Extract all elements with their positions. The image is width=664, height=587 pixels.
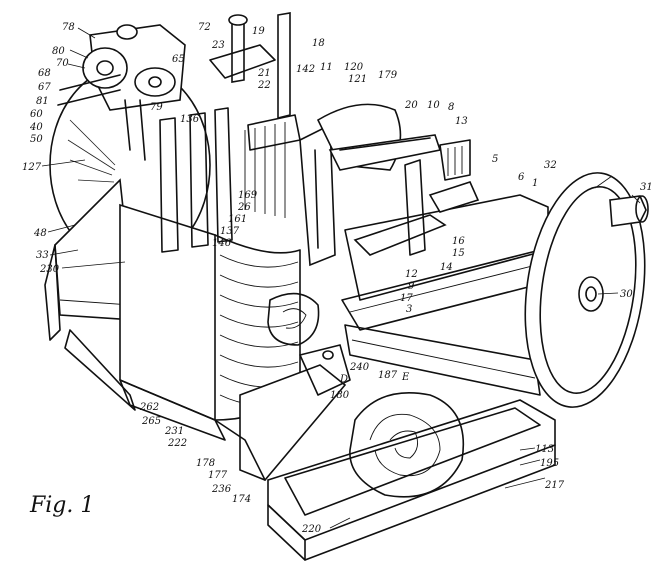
numeral-161: 161 — [228, 214, 247, 225]
numeral-26: 26 — [237, 202, 251, 213]
numeral-169: 169 — [238, 190, 258, 201]
base-rail-lower — [344, 324, 541, 396]
numeral-16: 16 — [452, 236, 465, 247]
numeral-72: 72 — [198, 22, 211, 33]
top-knob — [116, 24, 138, 40]
sharpener-wheel — [82, 47, 128, 89]
numeral-60: 60 — [30, 109, 43, 120]
numeral-50: 50 — [30, 134, 43, 145]
inner-upright-c — [214, 107, 233, 243]
numeral-81: 81 — [36, 96, 49, 107]
base-left-side — [64, 329, 136, 411]
comb-teeth — [244, 122, 286, 218]
numeral-22: 22 — [257, 80, 271, 91]
numeral-6: 6 — [518, 172, 525, 183]
reference-numerals: 78 65 72 19 18 23 80 70 68 67 81 60 40 5… — [22, 22, 653, 535]
numeral-8: 8 — [448, 102, 454, 113]
linkage-rods — [124, 99, 146, 161]
numeral-65: 65 — [172, 54, 185, 65]
numeral-3: 3 — [406, 304, 412, 315]
meat-slice — [349, 392, 465, 498]
numeral-10: 10 — [427, 100, 440, 111]
numeral-127: 127 — [22, 162, 42, 173]
numeral-48: 48 — [33, 228, 47, 239]
numeral-17: 17 — [400, 293, 413, 304]
numeral-236: 236 — [211, 484, 232, 495]
linkage — [57, 74, 121, 106]
numeral-40: 40 — [29, 122, 43, 133]
numeral-68: 68 — [38, 68, 51, 79]
numeral-30: 30 — [620, 289, 633, 300]
numeral-240: 240 — [349, 362, 370, 373]
numeral-80: 80 — [52, 46, 65, 57]
numeral-174: 174 — [232, 494, 251, 505]
numeral-180: 180 — [330, 390, 350, 401]
numeral-31: 31 — [640, 182, 653, 193]
numeral-136: 136 — [180, 114, 200, 125]
numeral-178: 178 — [196, 458, 215, 469]
numeral-142: 142 — [296, 64, 315, 75]
numeral-E: E — [401, 372, 410, 383]
numeral-222: 222 — [167, 438, 187, 449]
feed-arm — [299, 123, 336, 267]
carriage-base — [353, 214, 447, 256]
numeral-13: 13 — [455, 116, 468, 127]
numeral-113: 113 — [535, 444, 554, 455]
figure-caption: Fig. 1 — [29, 493, 94, 518]
numeral-15: 15 — [452, 248, 465, 259]
numeral-18: 18 — [312, 38, 325, 49]
numeral-177: 177 — [208, 470, 228, 481]
numeral-187: 187 — [378, 370, 398, 381]
numeral-230: 230 — [39, 264, 60, 275]
numeral-14: 14 — [440, 262, 453, 273]
feed-bar — [247, 114, 301, 151]
numeral-220: 220 — [301, 524, 322, 535]
numeral-120: 120 — [344, 62, 364, 73]
numeral-12: 12 — [405, 269, 418, 280]
inner-upright-a — [159, 117, 179, 253]
base-foot-left — [44, 244, 61, 341]
leader-lines — [41, 27, 641, 529]
numeral-231: 231 — [164, 426, 184, 437]
numeral-9: 9 — [408, 281, 415, 292]
numeral-146: 146 — [212, 238, 232, 249]
numeral-67: 67 — [38, 82, 51, 93]
numeral-20: 20 — [404, 100, 418, 111]
numeral-D: D — [339, 374, 348, 385]
numeral-5: 5 — [492, 154, 498, 165]
numeral-121: 121 — [348, 74, 367, 85]
numeral-23: 23 — [211, 40, 225, 51]
numeral-217: 217 — [544, 480, 565, 491]
numeral-1: 1 — [532, 178, 538, 189]
top-bracket — [209, 44, 276, 79]
blade-hatching — [67, 119, 116, 183]
inner-upright-b — [189, 112, 209, 248]
numeral-21: 21 — [257, 68, 271, 79]
numeral-265: 265 — [141, 416, 161, 427]
numeral-32: 32 — [544, 160, 557, 171]
numeral-78: 78 — [62, 22, 75, 33]
numeral-33: 33 — [36, 250, 49, 261]
chute-bracket — [299, 344, 351, 396]
numeral-137: 137 — [220, 226, 240, 237]
drum-base — [119, 379, 226, 441]
numeral-70: 70 — [56, 58, 69, 69]
carriage-post — [404, 159, 426, 256]
upright-18 — [277, 12, 291, 120]
gear-rack — [439, 139, 471, 181]
numeral-79: 79 — [150, 102, 163, 113]
meat-piece — [267, 292, 320, 346]
drum-housing — [119, 203, 216, 422]
numeral-195: 195 — [540, 458, 559, 469]
carriage-clamp — [428, 181, 480, 213]
numeral-19: 19 — [252, 26, 265, 37]
numeral-179: 179 — [378, 70, 398, 81]
numeral-11: 11 — [320, 62, 333, 73]
flywheel-rim — [539, 186, 637, 394]
numeral-262: 262 — [139, 402, 159, 413]
tray-inner — [284, 407, 541, 516]
gear-wheel — [134, 67, 176, 97]
